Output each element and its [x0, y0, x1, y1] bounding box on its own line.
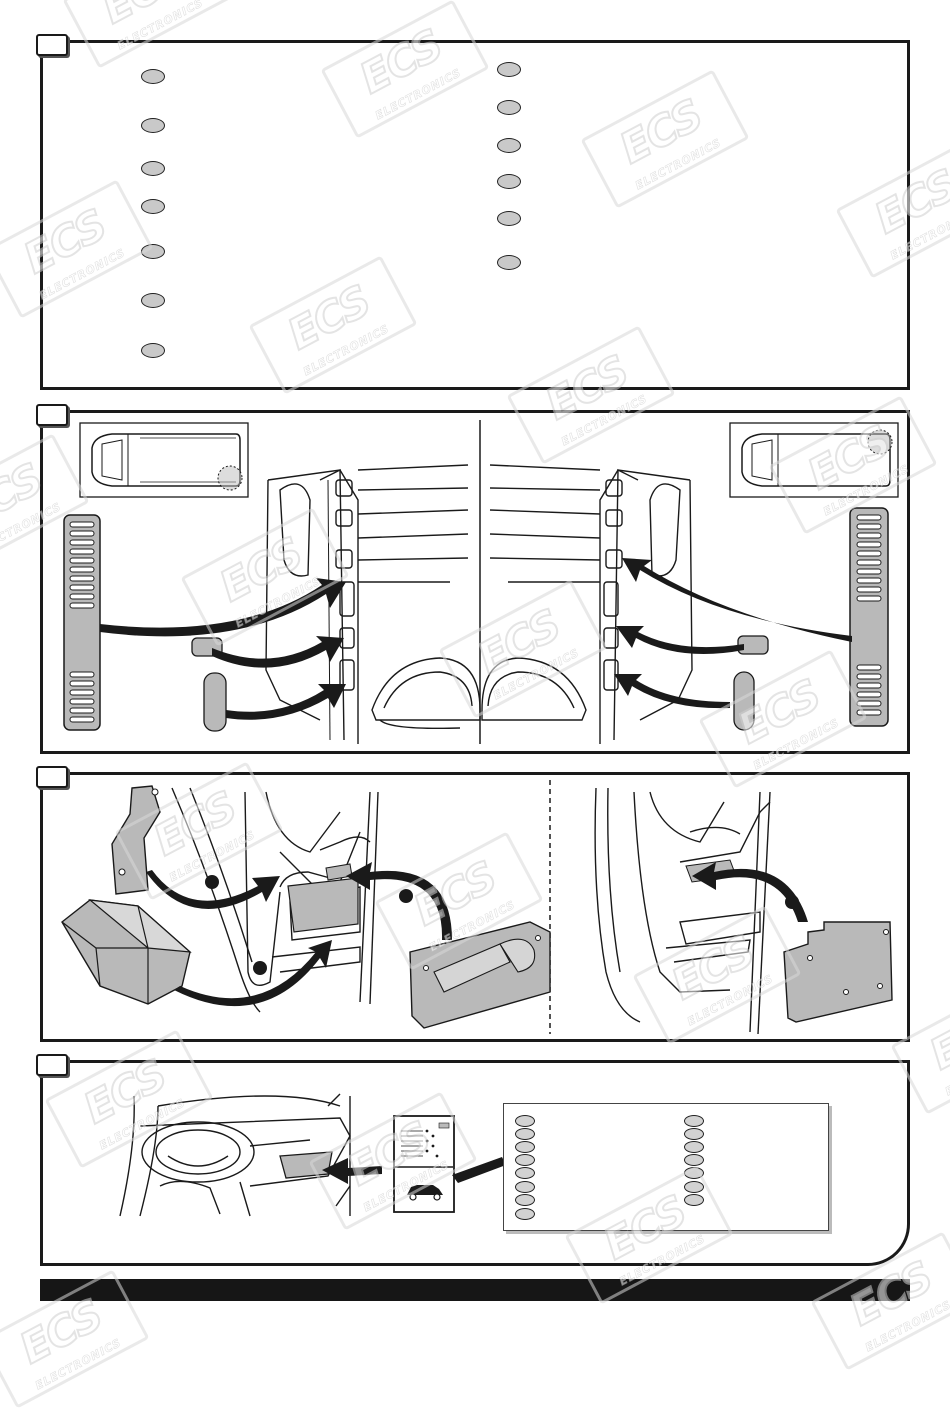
arrows-side-trim [146, 862, 452, 1007]
part-marker [497, 211, 521, 226]
grille-panel-left [63, 514, 101, 731]
fuse-marker [684, 1141, 704, 1153]
fuse-marker [684, 1115, 704, 1127]
van-topview-left [79, 422, 249, 498]
trim-removal-illustration [63, 420, 899, 744]
fuse-marker [684, 1128, 704, 1140]
fuse-marker [684, 1181, 704, 1193]
callout-dot [253, 961, 267, 975]
part-marker [141, 199, 165, 214]
part-marker [141, 161, 165, 176]
fuse-marker [515, 1167, 535, 1179]
part-marker [141, 118, 165, 133]
footer-bar [40, 1279, 910, 1301]
side-trim-illustration [61, 780, 893, 1035]
step-2-tab [36, 404, 68, 426]
dashboard-illustration [119, 1093, 382, 1217]
part-marker [141, 69, 165, 84]
door-interior-right [594, 787, 771, 1035]
kick-panel-highlight [325, 863, 353, 881]
side-panel-plate [783, 921, 893, 1023]
fuse-marker [684, 1154, 704, 1166]
fuse-marker [684, 1167, 704, 1179]
fuse-marker [515, 1181, 535, 1193]
part-marker [497, 255, 521, 270]
arrow-side-plate [692, 862, 808, 922]
van-interior-right [481, 464, 693, 744]
storage-tray [61, 899, 192, 1005]
fuse-cover-highlight [279, 1151, 333, 1179]
fuse-marker [515, 1194, 535, 1206]
part-marker [141, 343, 165, 358]
fuse-marker [515, 1154, 535, 1166]
arrows-left [100, 578, 346, 720]
part-marker [497, 174, 521, 189]
oval-cover-right [733, 671, 755, 731]
fuse-marker [515, 1141, 535, 1153]
callout-dot [205, 875, 219, 889]
arrow-fuse-cover [322, 1158, 382, 1184]
part-marker [497, 100, 521, 115]
sill-panel-highlight [287, 877, 359, 933]
fuse-label-card [393, 1115, 455, 1213]
part-marker [497, 138, 521, 153]
fuse-marker [684, 1194, 704, 1206]
fuse-marker [515, 1128, 535, 1140]
grille-panel-right [849, 507, 889, 727]
arrows-right [614, 558, 852, 709]
callout-dot [399, 889, 413, 903]
fuse-legend-box [503, 1103, 829, 1231]
van-topview-right [729, 422, 899, 498]
oval-cover-left [203, 672, 227, 732]
door-trim-panel [409, 921, 551, 1029]
step-1-tab [36, 34, 68, 56]
fuse-marker [515, 1115, 535, 1127]
parts-list-panel [40, 40, 910, 390]
leader-arrow [452, 1157, 506, 1183]
part-marker [141, 244, 165, 259]
fuse-marker [515, 1208, 535, 1220]
part-marker [141, 293, 165, 308]
step-4-tab [36, 1054, 68, 1076]
step-3-tab [36, 766, 68, 788]
part-marker [497, 62, 521, 77]
